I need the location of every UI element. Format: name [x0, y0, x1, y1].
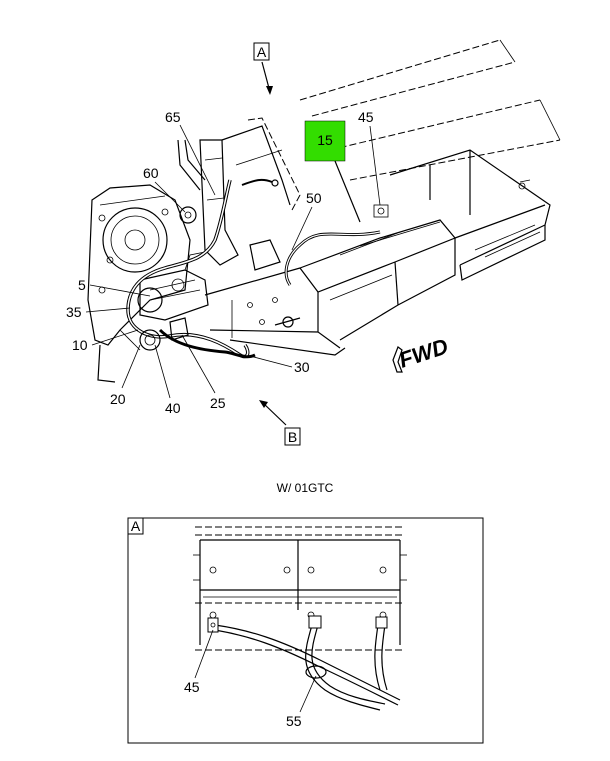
starter-motor: [137, 251, 209, 321]
view-b-callout: B: [259, 400, 301, 446]
forward-direction-indicator: FWD: [392, 333, 451, 373]
engine-block: [87, 184, 191, 383]
callout-25-label: 25: [210, 395, 226, 411]
callout-35-label: 35: [66, 304, 82, 320]
forward-label: FWD: [396, 333, 451, 372]
callout-50-label: 50: [306, 190, 322, 206]
callout-30[interactable]: 30: [249, 355, 310, 375]
callout-50[interactable]: 50: [291, 190, 322, 251]
callout-60[interactable]: 60: [143, 165, 186, 213]
callout-35[interactable]: 35: [66, 304, 131, 320]
frame-side-rail: [204, 267, 346, 356]
detail-callout-55-label: 55: [286, 713, 302, 729]
detail-callout-45[interactable]: 45: [184, 629, 214, 695]
callout-5[interactable]: 5: [78, 277, 151, 297]
callout-20[interactable]: 20: [110, 344, 141, 407]
main-assembly-view: A B 15 65 45 60: [66, 39, 561, 446]
callout-30-label: 30: [294, 359, 310, 375]
detail-cables: [207, 615, 401, 711]
configuration-caption: W/ 01GTC: [277, 481, 334, 495]
callout-65[interactable]: 65: [165, 109, 216, 196]
callout-15-label: 15: [317, 132, 333, 148]
callout-10-label: 10: [72, 337, 88, 353]
callout-20-label: 20: [110, 391, 126, 407]
view-b-label: B: [288, 429, 297, 445]
callout-45[interactable]: 45: [358, 109, 381, 206]
callout-60-label: 60: [143, 165, 159, 181]
callout-65-label: 65: [165, 109, 181, 125]
callout-45-label: 45: [358, 109, 374, 125]
callout-40[interactable]: 40: [154, 344, 181, 416]
callout-15-highlight[interactable]: 15: [304, 120, 361, 223]
callout-5-label: 5: [78, 277, 86, 293]
battery-box: [299, 149, 551, 349]
callout-40-label: 40: [165, 400, 181, 416]
battery-cables: [126, 178, 381, 359]
callout-25[interactable]: 25: [181, 334, 226, 411]
view-a-callout: A: [253, 42, 273, 95]
detail-view-a: A: [127, 517, 484, 744]
detail-callout-55[interactable]: 55: [286, 675, 317, 729]
view-a-label: A: [257, 44, 267, 60]
frame-rails: [299, 39, 561, 181]
detail-a-label: A: [131, 518, 141, 534]
detail-callout-45-label: 45: [184, 679, 200, 695]
upper-bracket: [177, 139, 281, 271]
callout-10[interactable]: 10: [72, 329, 139, 353]
cab-mount-bracket: [221, 117, 301, 211]
